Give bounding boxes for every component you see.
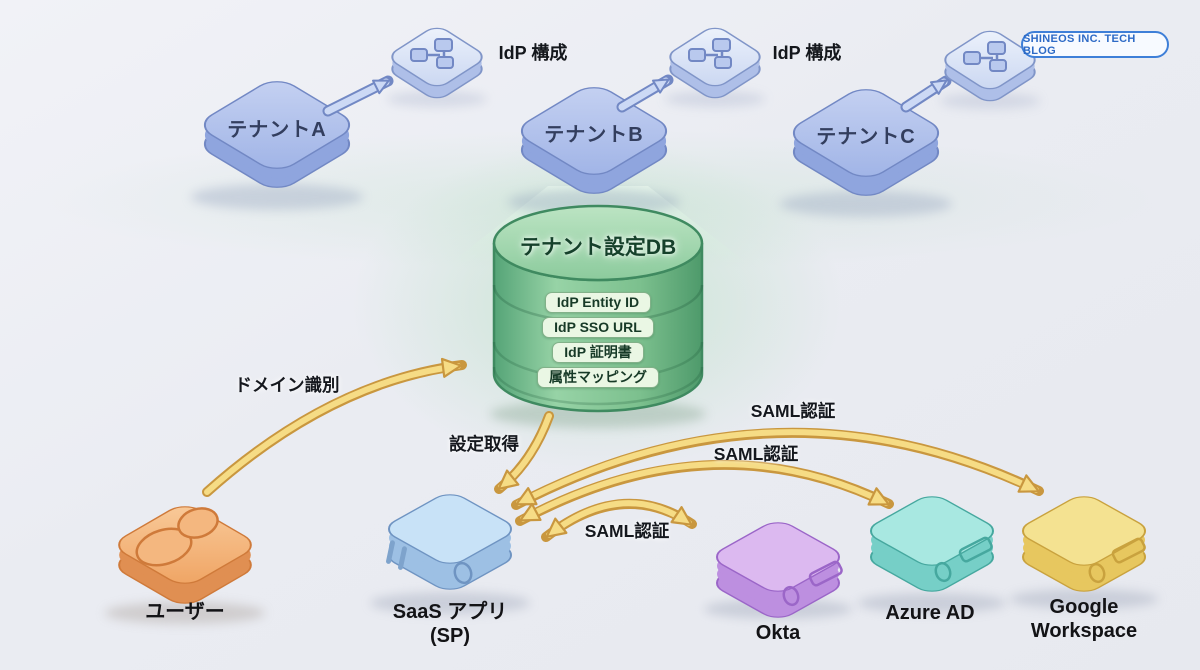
- drop-shadows: [105, 91, 1158, 624]
- saas-sp-label: SaaS アプリ (SP): [370, 600, 530, 649]
- tenant-c-label: テナントC: [816, 126, 916, 148]
- google-workspace-box: [1014, 492, 1154, 596]
- azure-ad-label: Azure AD: [885, 602, 975, 624]
- tenant-a-label: テナントA: [227, 119, 327, 141]
- google-workspace-label: Google Workspace: [1004, 595, 1164, 644]
- saas-sp-box: [380, 490, 520, 594]
- db-field: IdP Entity ID: [544, 292, 652, 313]
- google-label-line2: Workspace: [1030, 620, 1138, 643]
- saml-auth-label-okta: SAML認証: [584, 521, 670, 541]
- db-field: IdP 証明書: [552, 342, 644, 363]
- saml-auth-label-google: SAML認証: [750, 401, 836, 421]
- port-icon: [934, 536, 993, 583]
- user-tile: [109, 500, 261, 610]
- azure-ad-box: [862, 492, 1002, 596]
- saas-label-line1: SaaS アプリ: [392, 601, 508, 623]
- db-field: IdP SSO URL: [542, 317, 654, 338]
- port-icon: [1088, 537, 1146, 584]
- person-icon: [135, 507, 219, 567]
- idp-config-label-a: IdP 構成: [498, 43, 568, 63]
- okta-box: [708, 518, 848, 622]
- tenant-b-label: テナントB: [544, 124, 644, 146]
- domain-identification-label: ドメイン識別: [234, 375, 340, 395]
- okta-label: Okta: [755, 622, 801, 644]
- tenant-idp-arrows: [322, 74, 952, 117]
- google-label-line1: Google: [1049, 596, 1119, 618]
- saas-label-line2: (SP): [430, 625, 470, 648]
- tech-blog-badge: SHINEOS INC. TECH BLOG: [1021, 31, 1169, 58]
- config-fetch-label: 設定取得: [449, 434, 519, 454]
- server-vents-icon: [386, 540, 473, 585]
- badge-label: SHINEOS INC. TECH BLOG: [1023, 32, 1136, 57]
- db-title: テナント設定DB: [519, 236, 677, 259]
- port-icon: [782, 560, 843, 607]
- arrow-saml-azure: [515, 459, 894, 526]
- arrow-config-fetch: [494, 411, 554, 494]
- arrow-saml-google: [511, 427, 1044, 510]
- arrow-domain-identification: [202, 357, 467, 497]
- db-field-list: IdP Entity ID IdP SSO URL IdP 証明書 属性マッピン…: [537, 292, 659, 388]
- flow-arrows: [202, 357, 1044, 542]
- saml-auth-label-azure: SAML認証: [713, 444, 799, 464]
- arrow-saml-okta: [541, 498, 697, 542]
- user-label: ユーザー: [145, 601, 225, 623]
- db-field: 属性マッピング: [537, 367, 659, 388]
- idp-config-label-b: IdP 構成: [772, 43, 842, 63]
